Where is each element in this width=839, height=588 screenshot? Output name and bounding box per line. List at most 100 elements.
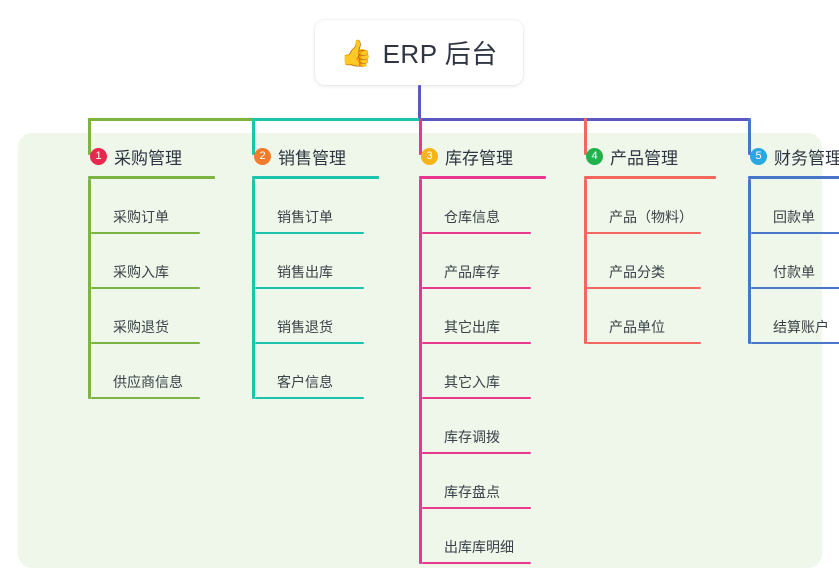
branch-leaf-item[interactable]: 其它入库: [422, 344, 546, 399]
branch-title: 财务管理: [774, 148, 839, 168]
branch-leaf-item[interactable]: 其它出库: [422, 289, 546, 344]
drop-5: [748, 118, 751, 155]
branch-leaf-underline: [587, 342, 701, 344]
branch-number-badge: 4: [586, 147, 603, 165]
branch-leaf-underline: [751, 232, 839, 234]
branch-leaf-item[interactable]: 采购订单: [91, 179, 215, 234]
branch-leaf-label: 库存盘点: [444, 484, 500, 500]
branch-leaf-label: 采购入库: [113, 264, 169, 280]
branch-leaf-underline: [255, 397, 364, 399]
branch-leaf-item[interactable]: 出库库明细: [422, 509, 546, 564]
branch-header-5[interactable]: 5 财务管理: [730, 142, 839, 170]
branch-leaf-item[interactable]: 产品单位: [587, 289, 716, 344]
branch-header-2[interactable]: 2 销售管理: [234, 142, 379, 170]
branch-column-5[interactable]: 5 财务管理回款单付款单结算账户: [730, 142, 839, 344]
bus-green: [88, 118, 253, 121]
branch-leaf-underline: [255, 287, 364, 289]
branch-items: 回款单付款单结算账户: [748, 179, 839, 344]
branch-items: 仓库信息产品库存其它出库其它入库库存调拨库存盘点出库库明细: [419, 179, 546, 564]
branch-leaf-underline: [587, 287, 701, 289]
branch-leaf-underline: [587, 232, 701, 234]
drop-1: [88, 118, 91, 155]
branch-number-badge: 2: [254, 147, 271, 165]
branch-leaf-label: 客户信息: [277, 374, 333, 390]
branch-leaf-item[interactable]: 销售出库: [255, 234, 379, 289]
branch-leaf-label: 其它入库: [444, 374, 500, 390]
branch-leaf-label: 结算账户: [773, 319, 829, 335]
branch-column-3[interactable]: 3 库存管理仓库信息产品库存其它出库其它入库库存调拨库存盘点出库库明细: [401, 142, 546, 564]
branch-leaf-underline: [91, 287, 200, 289]
branch-leaf-item[interactable]: 库存调拨: [422, 399, 546, 454]
branch-leaf-underline: [422, 452, 531, 454]
branch-leaf-item[interactable]: 产品库存: [422, 234, 546, 289]
branch-underline: [584, 176, 716, 179]
branch-leaf-underline: [422, 507, 531, 509]
branch-leaf-underline: [751, 342, 839, 344]
bus-teal: [252, 118, 420, 121]
branch-leaf-underline: [422, 342, 531, 344]
branch-leaf-label: 付款单: [773, 264, 815, 280]
branch-leaf-item[interactable]: 产品（物料）: [587, 179, 716, 234]
branch-items: 产品（物料） 产品分类产品单位: [584, 179, 716, 344]
branch-leaf-label: 产品库存: [444, 264, 500, 280]
branch-leaf-label: 产品单位: [609, 319, 665, 335]
branch-leaf-item[interactable]: 仓库信息: [422, 179, 546, 234]
branch-trunk-line: [88, 179, 91, 399]
branch-leaf-underline: [91, 342, 200, 344]
branch-header-3[interactable]: 3 库存管理: [401, 142, 546, 170]
branch-underline: [748, 176, 839, 179]
branch-leaf-label: 其它出库: [444, 319, 500, 335]
branch-leaf-label: 销售退货: [277, 319, 333, 335]
branch-items: 销售订单销售出库销售退货客户信息: [252, 179, 379, 399]
branch-number-badge: 1: [90, 147, 107, 165]
root-stem-connector: [418, 85, 421, 120]
thumbs-up-icon: 👍: [340, 37, 373, 68]
branch-leaf-item[interactable]: 采购退货: [91, 289, 215, 344]
branch-header-1[interactable]: 1 采购管理: [70, 142, 215, 170]
branch-title: 采购管理: [114, 148, 182, 168]
branch-underline: [419, 176, 546, 179]
branch-leaf-label: 产品（物料）: [609, 209, 693, 225]
branch-items: 采购订单采购入库采购退货供应商信息: [88, 179, 215, 399]
branch-underline: [252, 176, 379, 179]
branch-leaf-label: 出库库明细: [444, 539, 514, 555]
branch-trunk-line: [748, 179, 751, 344]
branch-leaf-label: 产品分类: [609, 264, 665, 280]
branch-column-2[interactable]: 2 销售管理销售订单销售出库销售退货客户信息: [234, 142, 379, 399]
branch-leaf-underline: [422, 232, 531, 234]
drop-2: [252, 118, 255, 155]
branch-leaf-item[interactable]: 采购入库: [91, 234, 215, 289]
branch-number-badge: 3: [421, 147, 438, 165]
branch-leaf-item[interactable]: 结算账户: [751, 289, 839, 344]
branch-column-1[interactable]: 1 采购管理采购订单采购入库采购退货供应商信息: [70, 142, 215, 399]
branch-leaf-underline: [422, 562, 531, 564]
branch-title: 库存管理: [445, 148, 513, 168]
branch-leaf-item[interactable]: 供应商信息: [91, 344, 215, 399]
branch-leaf-underline: [422, 397, 531, 399]
branch-title: 销售管理: [278, 148, 346, 168]
branch-leaf-underline: [91, 232, 200, 234]
drop-4: [584, 118, 587, 155]
branch-leaf-item[interactable]: 库存盘点: [422, 454, 546, 509]
branch-leaf-item[interactable]: 销售退货: [255, 289, 379, 344]
branch-leaf-underline: [91, 397, 200, 399]
branch-leaf-label: 采购订单: [113, 209, 169, 225]
branch-leaf-item[interactable]: 付款单: [751, 234, 839, 289]
branch-trunk-line: [419, 179, 422, 564]
root-node-erp-backend[interactable]: 👍 ERP 后台: [315, 20, 523, 85]
branch-leaf-item[interactable]: 销售订单: [255, 179, 379, 234]
branch-underline: [88, 176, 215, 179]
branch-leaf-item[interactable]: 产品分类: [587, 234, 716, 289]
branch-leaf-underline: [255, 342, 364, 344]
branch-trunk-line: [252, 179, 255, 399]
root-node-title: ERP 后台: [382, 39, 498, 69]
branch-leaf-item[interactable]: 客户信息: [255, 344, 379, 399]
branch-leaf-item[interactable]: 回款单: [751, 179, 839, 234]
branch-number-badge: 5: [750, 147, 767, 165]
drop-3: [419, 118, 422, 155]
branch-leaf-underline: [255, 232, 364, 234]
branch-leaf-underline: [422, 287, 531, 289]
branch-leaf-label: 销售订单: [277, 209, 333, 225]
